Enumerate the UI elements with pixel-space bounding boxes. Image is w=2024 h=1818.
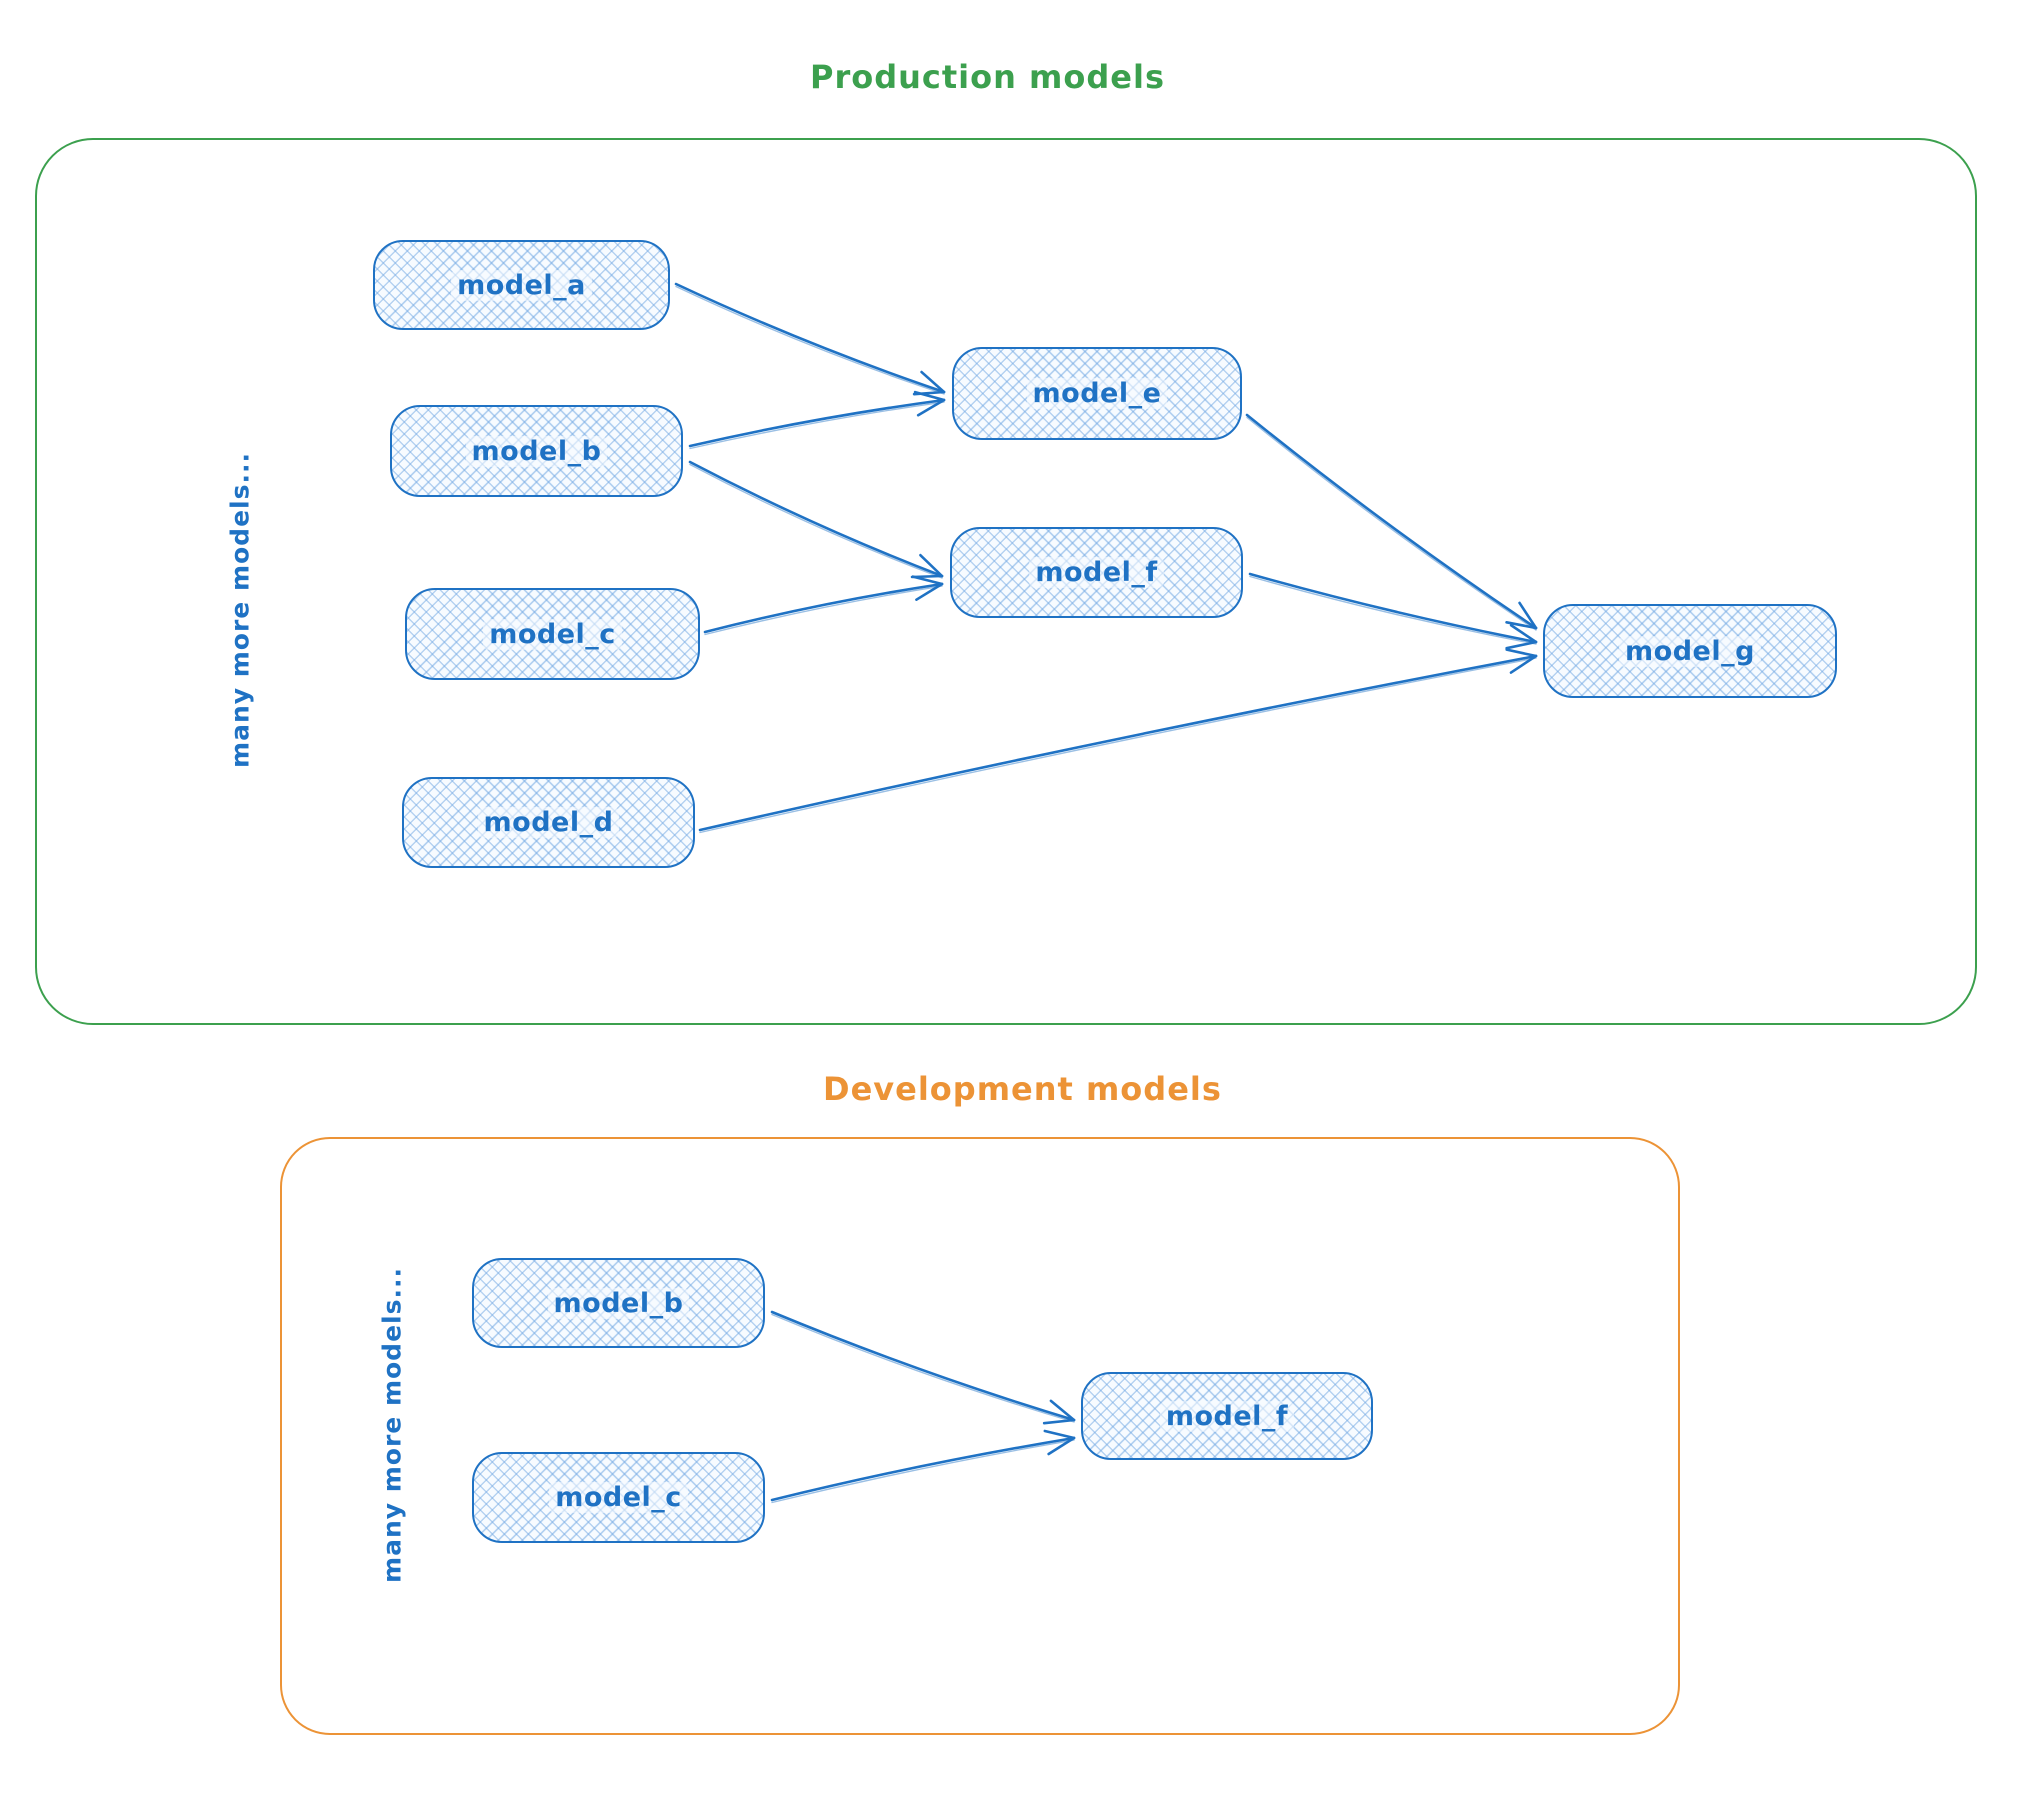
node-dev-model-b[interactable]: model_b <box>472 1258 765 1348</box>
development-container <box>280 1137 1680 1735</box>
node-model-a-label: model_a <box>451 269 592 301</box>
node-dev-model-f-label: model_f <box>1159 1400 1295 1432</box>
node-model-f[interactable]: model_f <box>950 527 1243 618</box>
node-model-d-label: model_d <box>477 807 620 838</box>
node-model-g[interactable]: model_g <box>1543 604 1837 698</box>
node-model-f-label: model_f <box>1029 557 1164 588</box>
node-dev-model-c[interactable]: model_c <box>472 1452 765 1543</box>
production-side-label: many more models... <box>225 452 255 768</box>
node-dev-model-c-label: model_c <box>549 1482 688 1513</box>
node-model-d[interactable]: model_d <box>402 777 695 868</box>
development-section-title: Development models <box>823 1070 1222 1108</box>
node-model-c-label: model_c <box>483 618 622 650</box>
node-model-c[interactable]: model_c <box>405 588 700 680</box>
node-model-g-label: model_g <box>1619 635 1761 667</box>
node-model-e[interactable]: model_e <box>952 347 1242 440</box>
node-model-b[interactable]: model_b <box>390 405 683 497</box>
development-side-label: many more models... <box>377 1267 407 1583</box>
node-model-b-label: model_b <box>465 435 608 467</box>
node-dev-model-f[interactable]: model_f <box>1081 1372 1373 1460</box>
production-section-title: Production models <box>810 58 1165 96</box>
node-dev-model-b-label: model_b <box>547 1287 690 1319</box>
node-model-e-label: model_e <box>1026 378 1168 409</box>
node-model-a[interactable]: model_a <box>373 240 670 330</box>
production-container <box>35 138 1977 1025</box>
